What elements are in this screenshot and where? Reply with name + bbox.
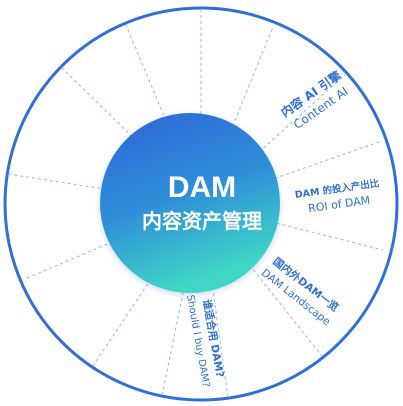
center-title: DAM	[168, 171, 236, 204]
center-subtitle: 内容资产管理	[142, 209, 262, 233]
center-circle	[100, 113, 280, 293]
